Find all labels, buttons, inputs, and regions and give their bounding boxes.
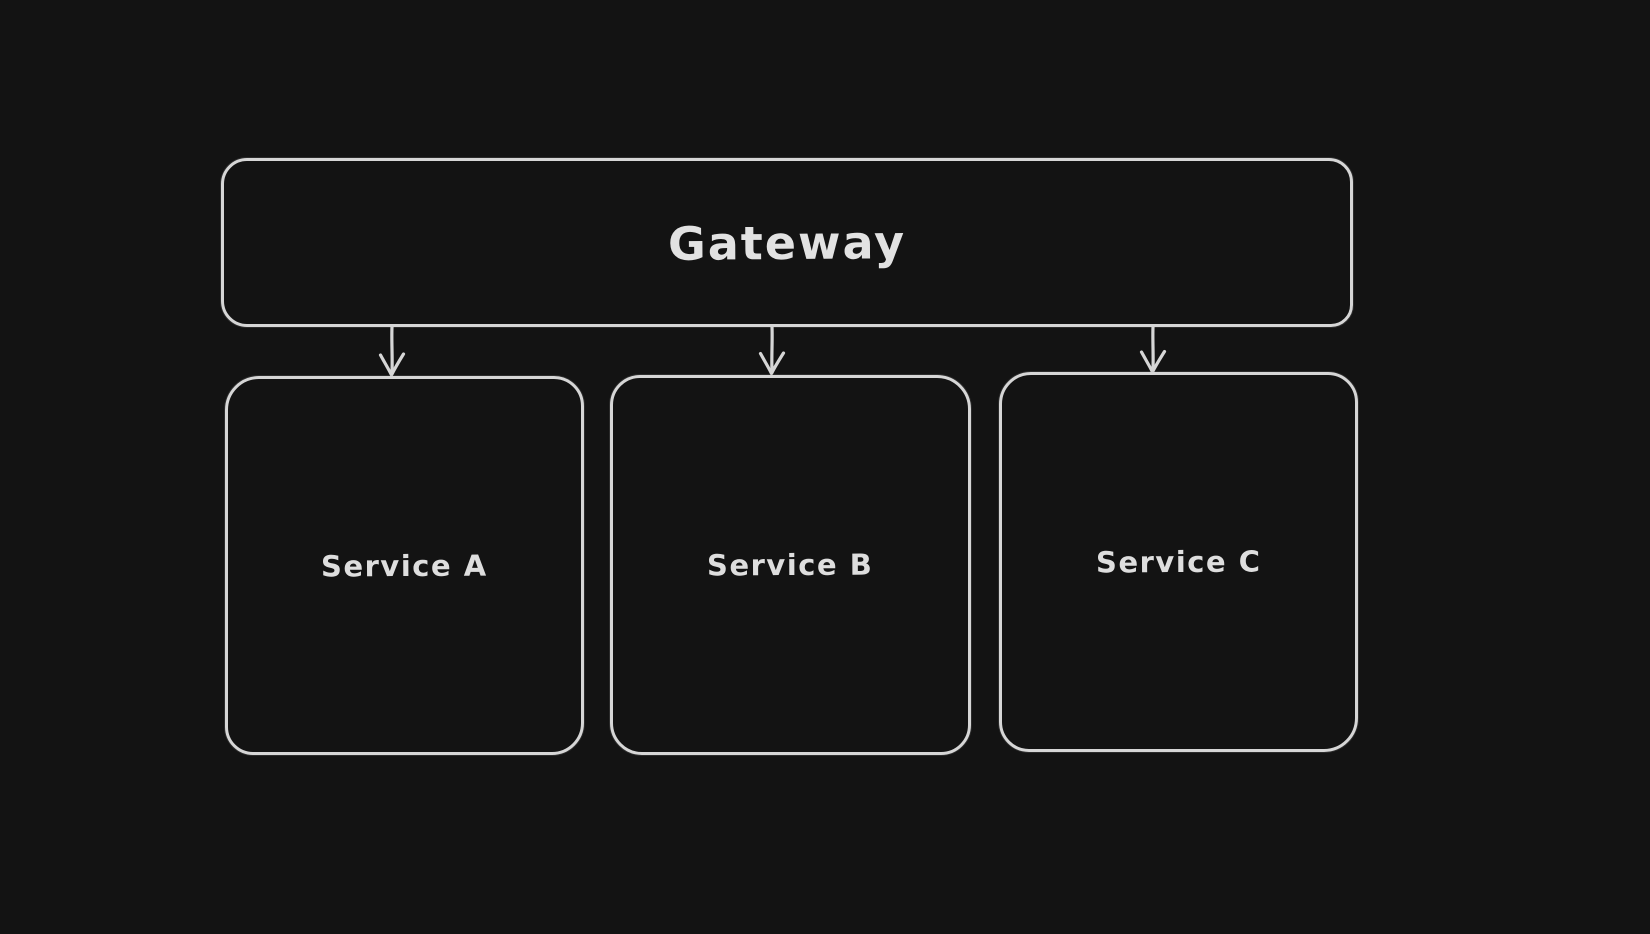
arrow-gateway-to-service-b[interactable] — [752, 325, 792, 377]
arrow-gateway-to-service-c[interactable] — [1133, 325, 1173, 375]
node-service-c[interactable]: Service C — [999, 372, 1358, 752]
node-service-c-label: Service C — [1095, 544, 1262, 580]
node-service-a[interactable]: Service A — [225, 376, 584, 755]
node-gateway[interactable]: Gateway — [221, 158, 1353, 327]
arrow-head — [758, 351, 786, 376]
arrow-gateway-to-service-a[interactable] — [372, 325, 412, 379]
arrow-head — [378, 352, 406, 377]
node-service-b[interactable]: Service B — [610, 375, 971, 755]
node-service-b-label: Service B — [707, 547, 874, 583]
node-service-a-label: Service A — [321, 548, 488, 583]
node-gateway-label: Gateway — [667, 214, 907, 271]
